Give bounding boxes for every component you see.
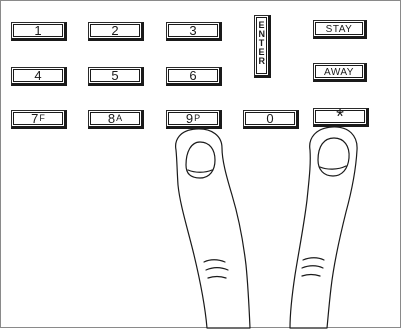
stay-key-label: STAY: [326, 24, 353, 35]
key-2-label: 2: [111, 23, 118, 38]
key-2[interactable]: 2: [88, 22, 144, 41]
key-5-label: 5: [111, 68, 118, 83]
key-8-sublabel: A: [116, 113, 122, 123]
key-0[interactable]: 0: [243, 110, 299, 129]
key-7[interactable]: 7F: [11, 110, 67, 129]
enter-key-label: ENTER: [259, 21, 265, 66]
key-7-sublabel: F: [39, 113, 45, 123]
key-9[interactable]: 9P: [166, 110, 222, 129]
key-0-label: 0: [266, 111, 273, 126]
key-6-label: 6: [189, 68, 196, 83]
key-8-digit: 8: [108, 111, 115, 126]
key-8[interactable]: 8A: [88, 110, 144, 129]
key-3-label: 3: [189, 23, 196, 38]
key-4-label: 4: [34, 68, 41, 83]
key-7-digit: 7: [31, 111, 38, 126]
key-4[interactable]: 4: [11, 67, 67, 86]
key-9-label: 9P: [186, 111, 200, 126]
key-1[interactable]: 1: [11, 22, 67, 41]
star-key[interactable]: *: [313, 108, 369, 127]
key-7-label: 7F: [31, 111, 45, 126]
enter-key[interactable]: ENTER: [254, 15, 271, 78]
key-8-label: 8A: [108, 111, 122, 126]
key-3[interactable]: 3: [166, 22, 222, 41]
key-9-digit: 9: [186, 111, 193, 126]
star-key-label: *: [336, 106, 344, 128]
away-key-label: AWAY: [324, 67, 354, 78]
away-key[interactable]: AWAY: [313, 63, 367, 82]
key-5[interactable]: 5: [88, 67, 144, 86]
key-1-label: 1: [34, 23, 41, 38]
stay-key[interactable]: STAY: [313, 20, 367, 39]
key-6[interactable]: 6: [166, 67, 222, 86]
key-9-sublabel: P: [194, 113, 200, 123]
